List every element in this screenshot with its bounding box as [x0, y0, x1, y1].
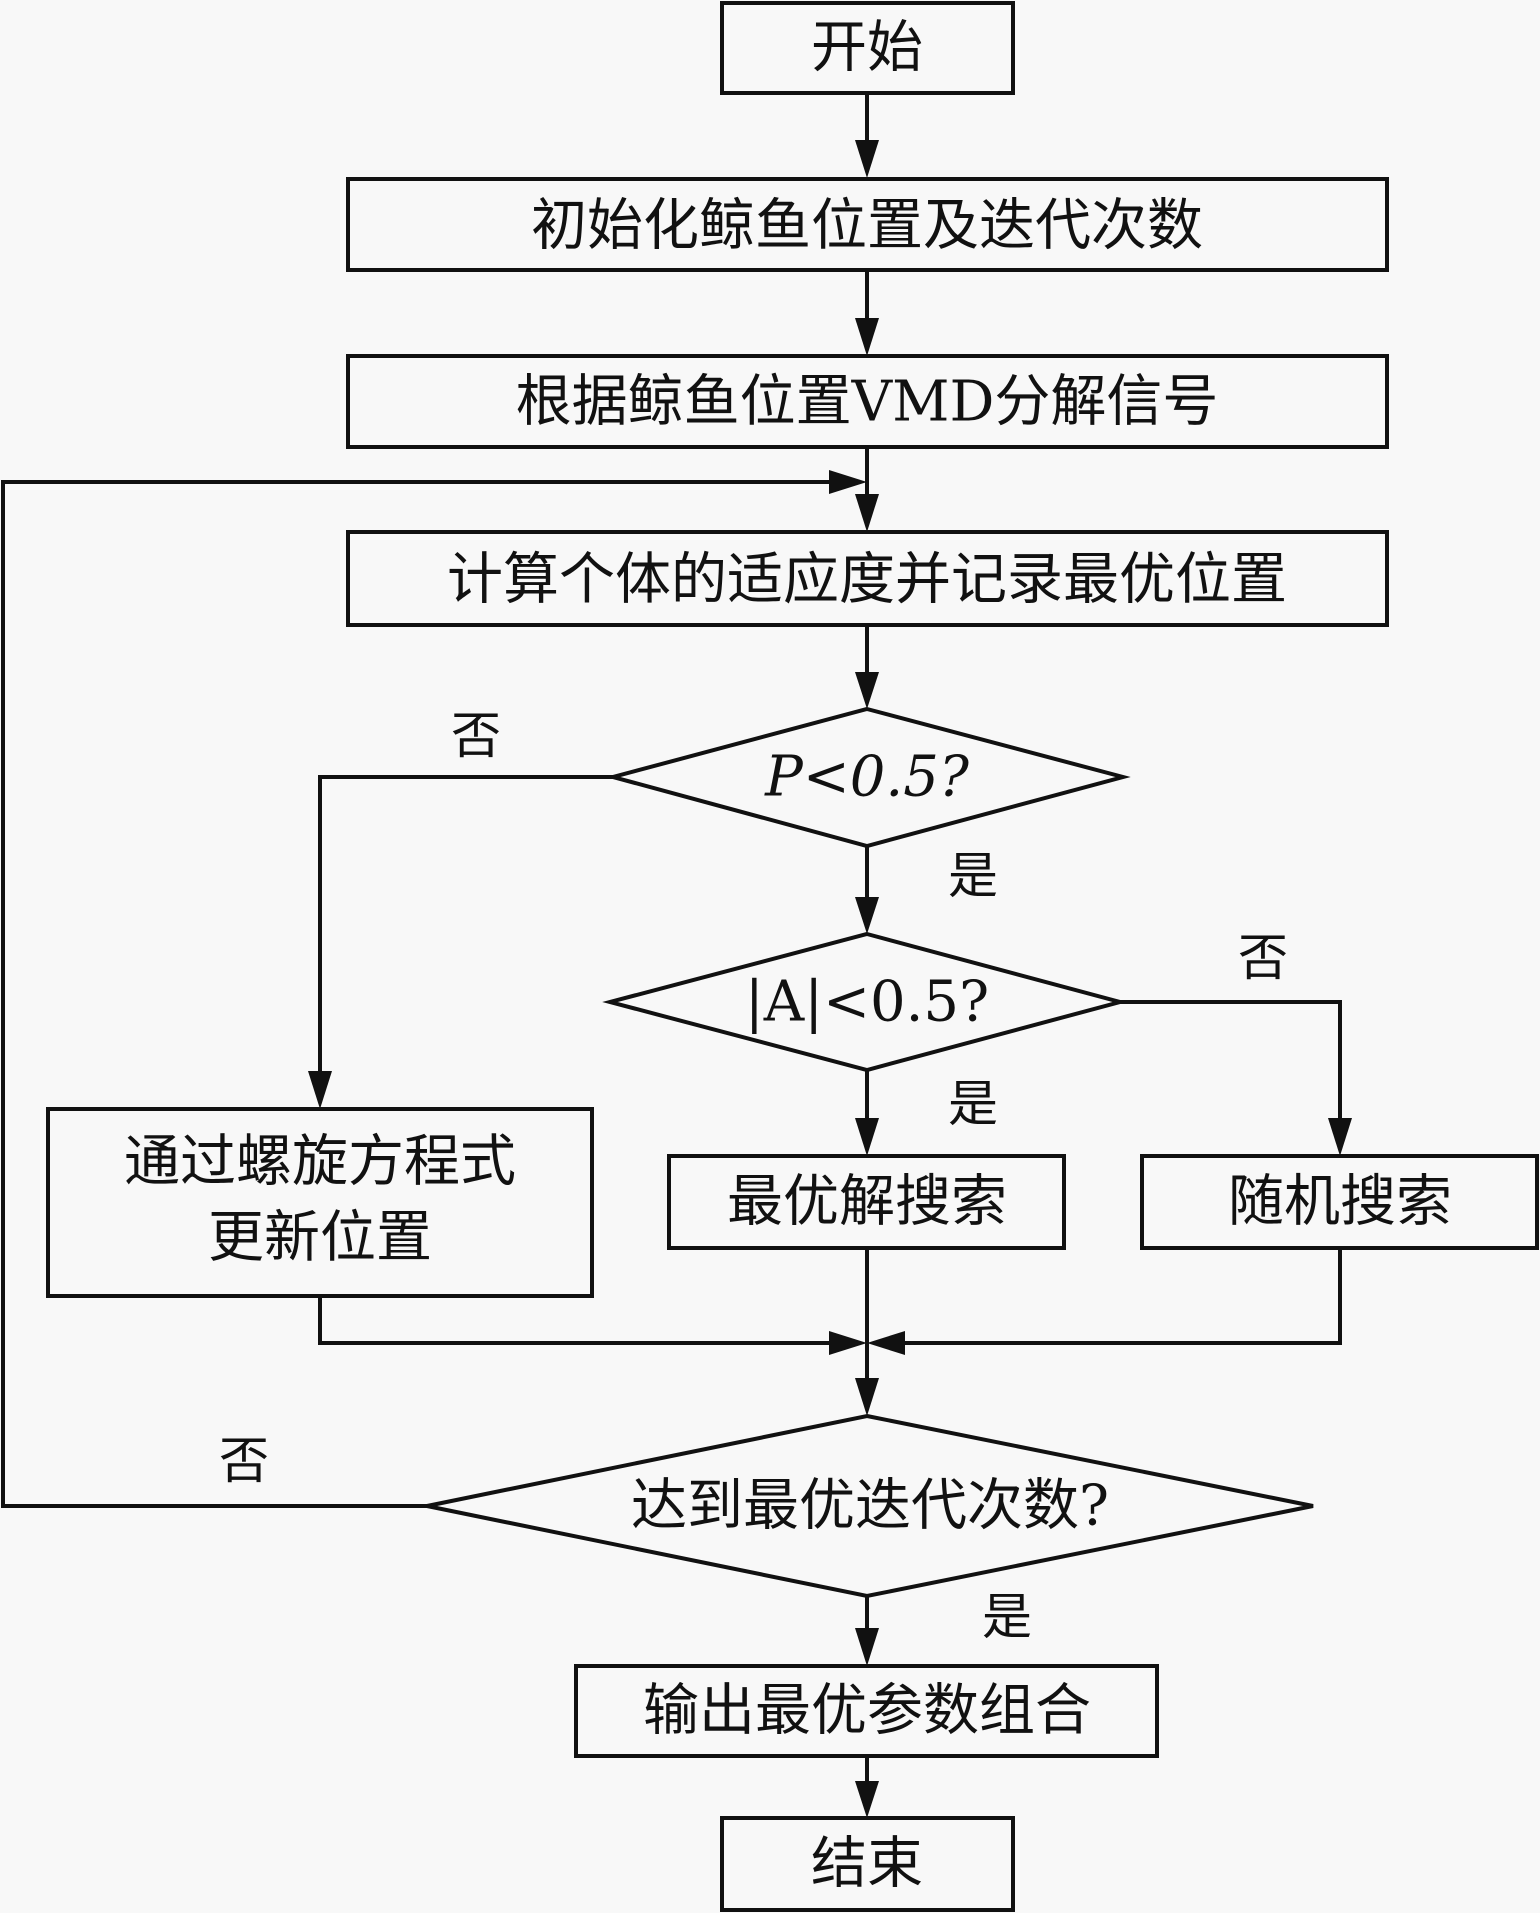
p-no-label: 否	[451, 707, 501, 765]
decision-a-label: |A|<0.5?	[745, 970, 989, 1035]
random-merge-line	[899, 1248, 1342, 1345]
end-node: 结束	[720, 1816, 1015, 1912]
arrowhead-icon	[855, 494, 879, 532]
decision-p: P<0.5?	[605, 706, 1131, 849]
init-node: 初始化鲸鱼位置及迭代次数	[346, 177, 1389, 272]
random-search-node: 随机搜索	[1140, 1154, 1539, 1250]
vmd-label: 根据鲸鱼位置VMD分解信号	[516, 370, 1219, 435]
spiral-label-line2: 更新位置	[208, 1206, 432, 1271]
arrowhead-icon	[308, 1071, 332, 1109]
a-yes-label: 是	[948, 1075, 998, 1133]
fitness-node: 计算个体的适应度并记录最优位置	[346, 530, 1389, 627]
best-search-node: 最优解搜索	[667, 1154, 1066, 1250]
output-node: 输出最优参数组合	[574, 1664, 1159, 1758]
arrowhead-icon	[829, 470, 867, 494]
fitness-label: 计算个体的适应度并记录最优位置	[447, 548, 1287, 613]
random-search-label: 随机搜索	[1228, 1170, 1452, 1235]
decision-a: |A|<0.5?	[602, 931, 1128, 1073]
start-node: 开始	[720, 1, 1015, 95]
decision-p-label: P<0.5?	[764, 745, 970, 810]
a-no-branch	[1120, 1000, 1342, 1132]
iter-no-label: 否	[219, 1432, 269, 1490]
arrowhead-icon	[855, 1628, 879, 1666]
spiral-label-line1: 通过螺旋方程式	[124, 1130, 516, 1195]
arrowhead-icon	[867, 1331, 905, 1355]
arrowhead-icon	[855, 318, 879, 356]
loop-back-line	[1, 480, 835, 1508]
p-yes-label: 是	[948, 847, 998, 905]
p-no-branch	[318, 775, 613, 1085]
decision-iteration: 达到最优迭代次数?	[426, 1413, 1314, 1599]
decision-iteration-label: 达到最优迭代次数?	[631, 1474, 1109, 1539]
arrowhead-icon	[1328, 1118, 1352, 1156]
best-search-label: 最优解搜索	[727, 1170, 1007, 1235]
output-label: 输出最优参数组合	[643, 1679, 1091, 1744]
arrowhead-icon	[855, 1378, 879, 1416]
init-label: 初始化鲸鱼位置及迭代次数	[531, 194, 1203, 259]
arrowhead-icon	[829, 1331, 867, 1355]
a-no-label: 否	[1238, 929, 1288, 987]
arrowhead-icon	[855, 1118, 879, 1156]
start-label: 开始	[811, 16, 923, 81]
spiral-merge-line	[318, 1296, 835, 1345]
end-label: 结束	[811, 1832, 923, 1897]
arrowhead-icon	[855, 1781, 879, 1818]
arrowhead-icon	[855, 140, 879, 178]
vmd-node: 根据鲸鱼位置VMD分解信号	[346, 354, 1389, 449]
arrowhead-icon	[855, 672, 879, 709]
spiral-node: 通过螺旋方程式 更新位置	[46, 1107, 594, 1298]
iter-yes-label: 是	[982, 1588, 1032, 1646]
arrowhead-icon	[855, 897, 879, 934]
